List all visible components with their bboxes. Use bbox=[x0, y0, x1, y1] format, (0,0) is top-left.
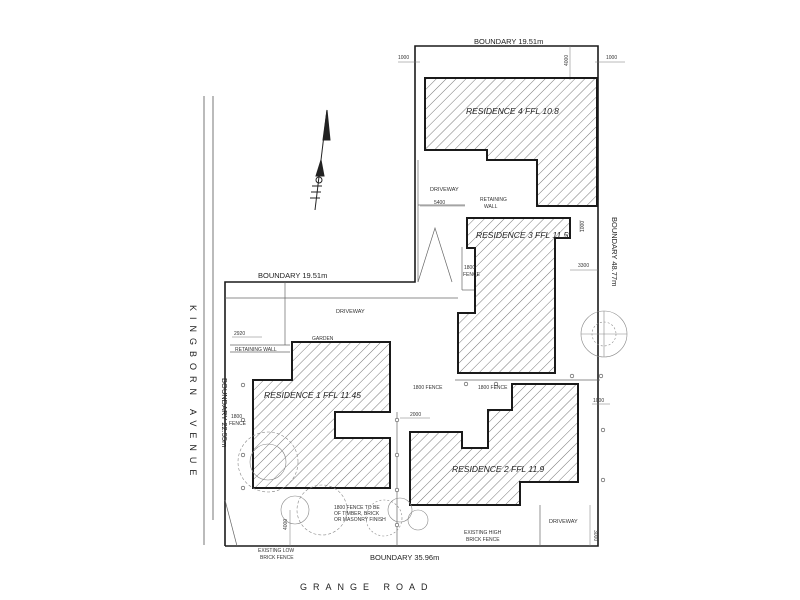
residence-3-label: RESIDENCE 3 FFL 11.5 bbox=[476, 230, 569, 240]
site-boundary bbox=[224, 45, 599, 547]
boundary-left-label: BOUNDARY 22.55m bbox=[220, 378, 229, 447]
dim-2000: 2000 bbox=[410, 412, 421, 418]
dim-5400: 5400 bbox=[434, 200, 445, 206]
dim-3300: 3300 bbox=[578, 263, 589, 269]
residence-1-label: RESIDENCE 1 FFL 11.45 bbox=[264, 390, 361, 400]
residence-3-footprint bbox=[457, 217, 571, 374]
street-kingborn-avenue: KINGBORN AVENUE bbox=[188, 305, 198, 481]
garden-label: GARDEN bbox=[312, 336, 334, 342]
driveway-mid-label: DRIVEWAY bbox=[336, 309, 365, 315]
fence-1800-left-label-1: 1800 bbox=[231, 414, 242, 420]
fence-1800-r3-label-1: 1800 bbox=[464, 265, 475, 271]
retaining-wall-top-label-2: WALL bbox=[484, 204, 498, 210]
residence-4-label: RESIDENCE 4 FFL 10.8 bbox=[466, 106, 559, 116]
north-arrow-icon bbox=[310, 109, 331, 211]
residence-2-label: RESIDENCE 2 FFL 11.9 bbox=[452, 464, 545, 474]
fence-timber-label-2: OF TIMBER, BRICK bbox=[334, 511, 380, 517]
street-grange-road: GRANGE ROAD bbox=[300, 582, 434, 592]
retaining-wall-left-label: RETAINING WALL bbox=[235, 347, 277, 353]
dim-1000-top-left: 1000 bbox=[398, 55, 409, 61]
residence-1-footprint bbox=[252, 341, 391, 489]
boundary-top-label: BOUNDARY 19.51m bbox=[474, 37, 543, 46]
residence-4-footprint bbox=[424, 77, 598, 207]
dim-4000-bottom: 4000 bbox=[283, 519, 289, 530]
existing-low-fence-label-2: BRICK FENCE bbox=[260, 555, 294, 561]
dim-1000-r2: 1000 bbox=[593, 398, 604, 404]
fence-timber-label-3: OR MASONRY FINISH bbox=[334, 517, 386, 523]
fence-1800-left-label-2: FENCE bbox=[229, 421, 247, 427]
boundary-mid-label: BOUNDARY 19.51m bbox=[258, 271, 327, 280]
dim-1000-mid: 1000 bbox=[580, 221, 586, 232]
driveway-top-label: DRIVEWAY bbox=[430, 187, 459, 193]
retaining-wall-top-label-1: RETAINING bbox=[480, 197, 507, 203]
street-edges bbox=[203, 96, 214, 545]
fence-1800-b-label: 1800 FENCE bbox=[478, 385, 508, 391]
dim-1000-top-right: 1000 bbox=[606, 55, 617, 61]
dim-2920: 2920 bbox=[234, 331, 245, 337]
existing-low-fence-label-1: EXISTING LOW bbox=[258, 548, 294, 554]
dim-4000-top: 4000 bbox=[564, 55, 570, 66]
boundary-bottom-label: BOUNDARY 35.96m bbox=[370, 553, 439, 562]
existing-high-fence-label-1: EXISTING HIGH bbox=[464, 530, 502, 536]
boundary-right-label: BOUNDARY 48.77m bbox=[610, 217, 619, 286]
driveway-bottom-label: DRIVEWAY bbox=[549, 519, 578, 525]
existing-high-fence-label-2: BRICK FENCE bbox=[466, 537, 500, 543]
fence-timber-label-1: 1800 FENCE TO BE bbox=[334, 505, 380, 511]
fence-posts bbox=[240, 373, 606, 528]
fence-1800-a-label: 1800 FENCE bbox=[413, 385, 443, 391]
fence-1800-r3-label-2: FENCE bbox=[463, 272, 481, 278]
dimension-lines bbox=[232, 46, 625, 546]
dim-3000-bottom: 3000 bbox=[592, 530, 598, 541]
tree-symbols bbox=[237, 310, 628, 537]
residence-2-footprint bbox=[409, 383, 579, 506]
